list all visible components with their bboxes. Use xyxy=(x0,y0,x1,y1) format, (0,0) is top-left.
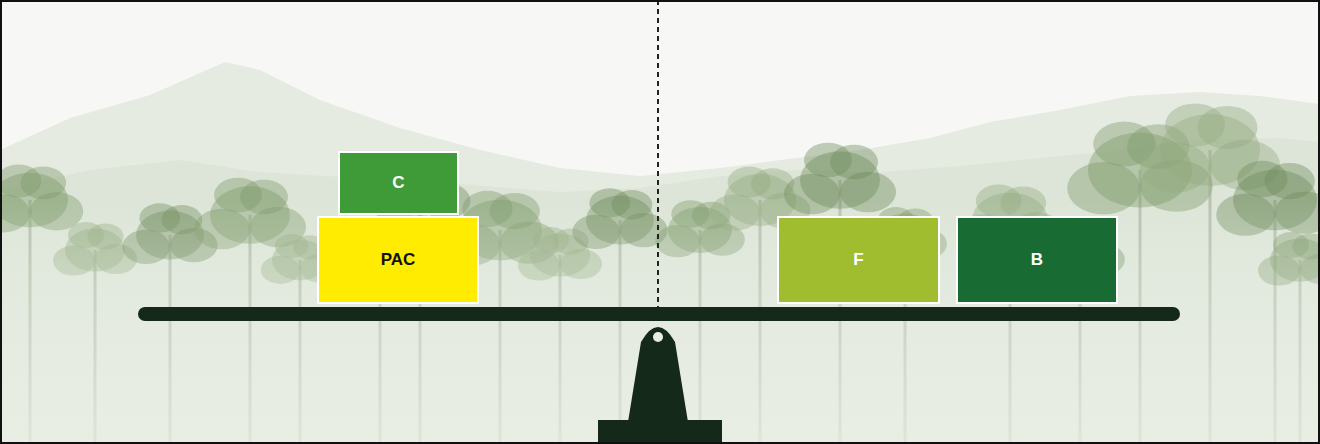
pivot-hole xyxy=(653,332,663,342)
near-mountains xyxy=(0,138,1320,444)
far-mountains xyxy=(0,62,1320,444)
tree-canopy xyxy=(1140,142,1210,192)
block-box: F xyxy=(777,216,940,304)
block-box: C xyxy=(338,151,459,215)
seesaw-beam xyxy=(138,307,1180,321)
fulcrum-base xyxy=(598,420,722,444)
box-label: C xyxy=(392,173,404,193)
box-label: PAC xyxy=(381,250,416,270)
mist xyxy=(0,200,1320,444)
forest xyxy=(0,103,1320,444)
box-label: B xyxy=(1031,250,1043,270)
tree-canopy xyxy=(830,145,878,180)
center-line xyxy=(657,0,659,307)
box-label: F xyxy=(853,250,863,270)
tree-canopy xyxy=(21,166,67,199)
fulcrum xyxy=(628,327,688,422)
tree-canopy xyxy=(1265,163,1315,199)
block-box: PAC xyxy=(317,216,479,304)
tree-canopy xyxy=(1198,106,1258,149)
block-box: B xyxy=(956,216,1118,304)
